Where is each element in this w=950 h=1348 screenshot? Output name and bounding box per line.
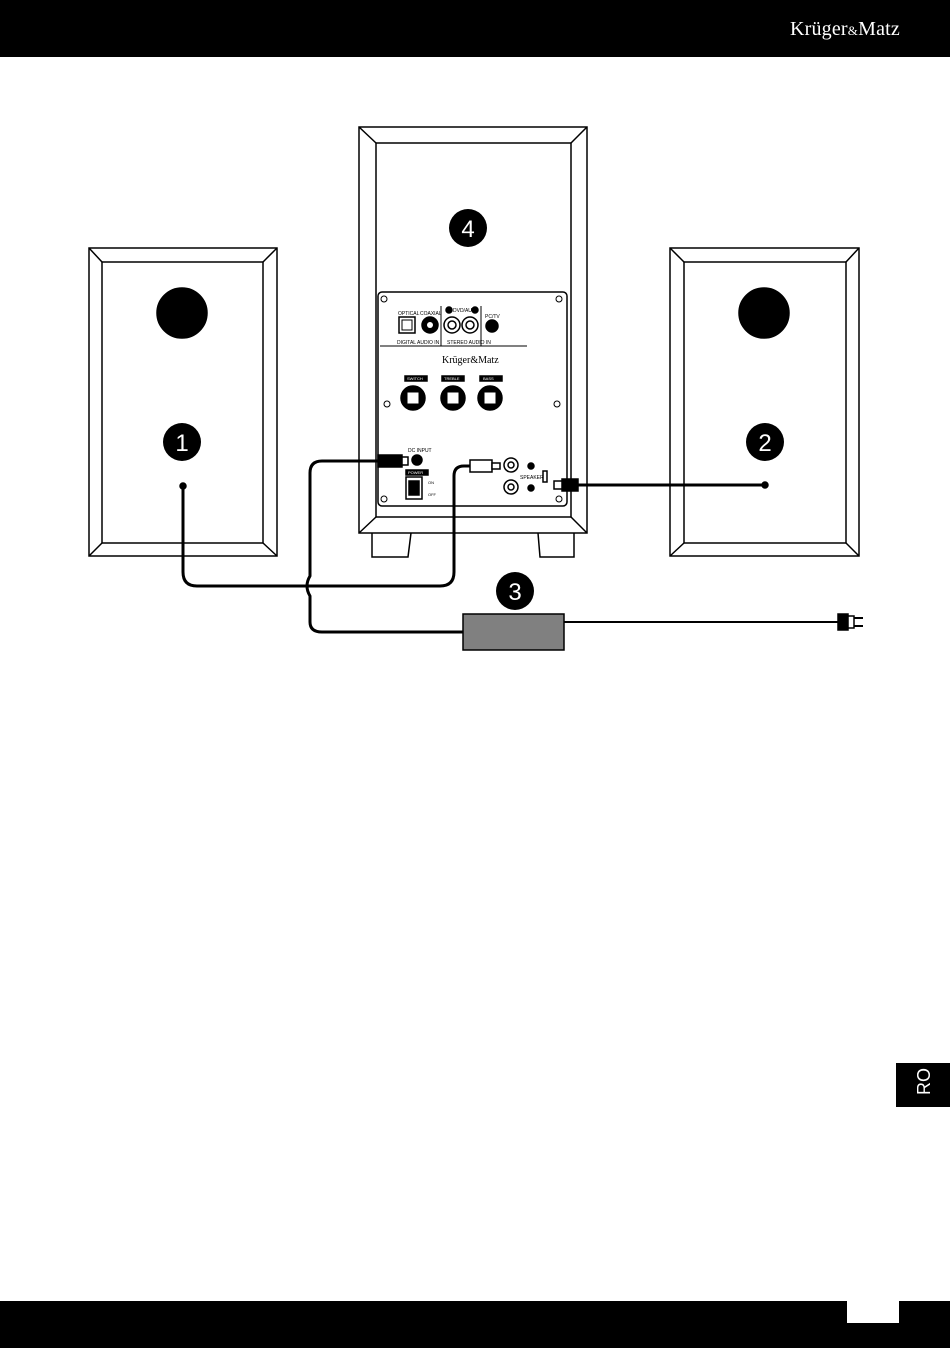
svg-text:1: 1 [175, 430, 188, 457]
coaxial-label: COAXIAL [420, 311, 442, 317]
svg-text:2: 2 [758, 430, 771, 457]
dc-input-label: DC INPUT [408, 448, 432, 454]
panel-brand-label: Krüger&Matz [442, 355, 499, 366]
on-label: ON [428, 480, 434, 485]
language-tab-label: RO [908, 1075, 940, 1095]
power-adapter [463, 614, 564, 650]
stereo-audio-in-label: STEREO AUDIO IN [447, 340, 491, 346]
dvd-aux-label: DVD/AUX [453, 308, 476, 314]
svg-text:3: 3 [508, 579, 521, 606]
language-tab: RO [896, 1063, 950, 1107]
left-speaker-driver [157, 288, 207, 338]
page-number-box [847, 1301, 899, 1323]
bass-label: BASS [483, 376, 494, 381]
switch-label: SWITCH [407, 376, 423, 381]
treble-label: TREBLE [444, 376, 460, 381]
right-speaker [670, 248, 859, 556]
footer-bar [0, 1301, 950, 1348]
speaker-label: SPEAKER [520, 475, 544, 481]
off-label: OFF [428, 492, 437, 497]
power-label: POWER [408, 470, 423, 475]
pc-tv-label: PC/TV [485, 314, 500, 320]
optical-label: OPTICAL [398, 311, 420, 317]
digital-audio-in-label: DIGITAL AUDIO IN [397, 340, 440, 346]
right-speaker-driver [739, 288, 789, 338]
svg-text:4: 4 [461, 216, 474, 243]
